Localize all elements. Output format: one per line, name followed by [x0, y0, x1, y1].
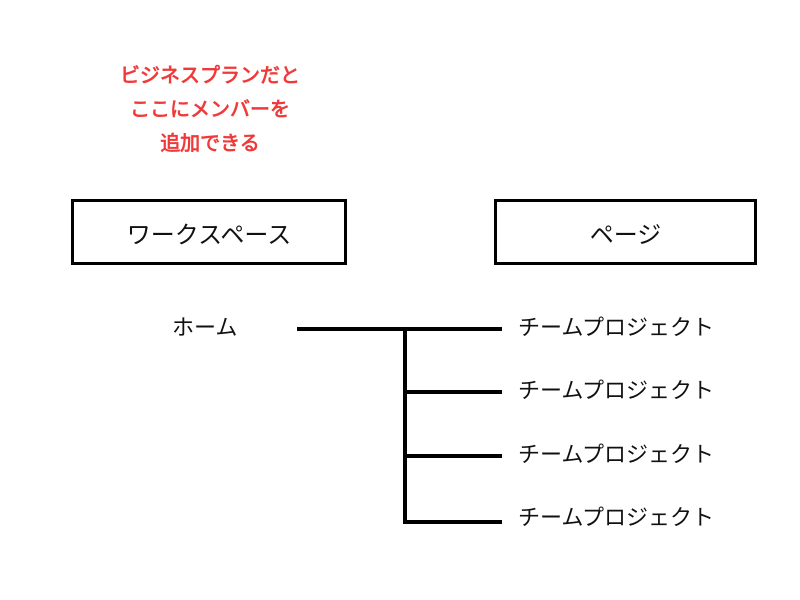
annotation-note-line: 追加できる [160, 131, 260, 155]
tree-child-label: チームプロジェクト [518, 506, 715, 531]
workspace-box-label: ワークスペース [126, 220, 292, 249]
page-box: ページ [494, 199, 757, 265]
tree-child-label: チームプロジェクト [518, 316, 715, 341]
tree-child-label: チームプロジェクト [518, 443, 715, 468]
page-box-label: ページ [589, 220, 662, 249]
annotation-note: ビジネスプランだと ここにメンバーを 追加できる [80, 58, 340, 160]
workspace-box: ワークスペース [71, 199, 347, 265]
tree-root-label: ホーム [172, 316, 238, 341]
annotation-note-line: ここにメンバーを [130, 97, 290, 121]
annotation-note-line: ビジネスプランだと [120, 63, 300, 87]
tree-child-label: チームプロジェクト [518, 379, 715, 404]
